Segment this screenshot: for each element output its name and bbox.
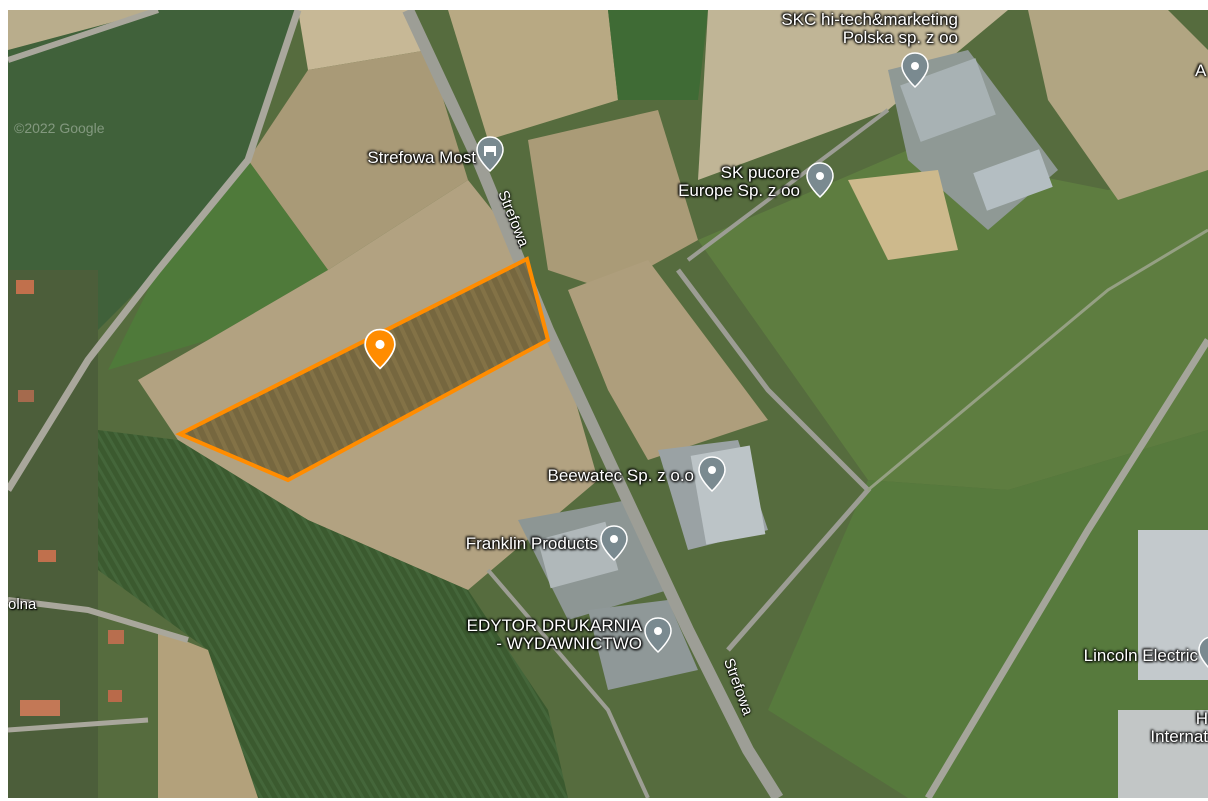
place-label-line: Franklin Products [465,534,598,553]
place-label-line: Internat [1150,727,1208,746]
map-watermark: ©2022 Google [14,120,105,136]
place-label-line: Beewatec Sp. z o.o [547,466,694,485]
location-pin-icon[interactable] [600,525,628,561]
place-label-line: EDYTOR DRUKARNIA [466,616,642,635]
place-label-line: - WYDAWNICTWO [496,634,642,653]
place-label-line: Lincoln Electric [1083,646,1198,665]
place-label-line: Europe Sp. z oo [678,181,800,200]
satellite-map[interactable]: ©2022 Google Strefowa Strefowa olna SKC … [8,10,1208,798]
place-label-line: Polska sp. z oo [842,28,958,47]
selected-location-pin-icon[interactable] [364,328,396,370]
location-pin-icon[interactable] [1198,636,1208,672]
place-label-line: SK pucore [720,163,800,182]
place-label-line: A [1195,61,1207,80]
place-label-line: Strefowa Most [367,148,476,167]
location-pin-icon[interactable] [644,617,672,653]
location-pin-icon[interactable] [698,456,726,492]
place-label-line: H [1195,709,1208,728]
hotel-icon[interactable] [476,136,504,172]
satellite-imagery [8,10,1208,798]
location-pin-icon[interactable] [806,162,834,198]
location-pin-icon[interactable] [901,52,929,88]
selected-plot-outline[interactable] [175,256,551,483]
place-label-line: SKC hi-tech&marketing [781,10,958,29]
road-label-olna: olna [8,596,37,613]
